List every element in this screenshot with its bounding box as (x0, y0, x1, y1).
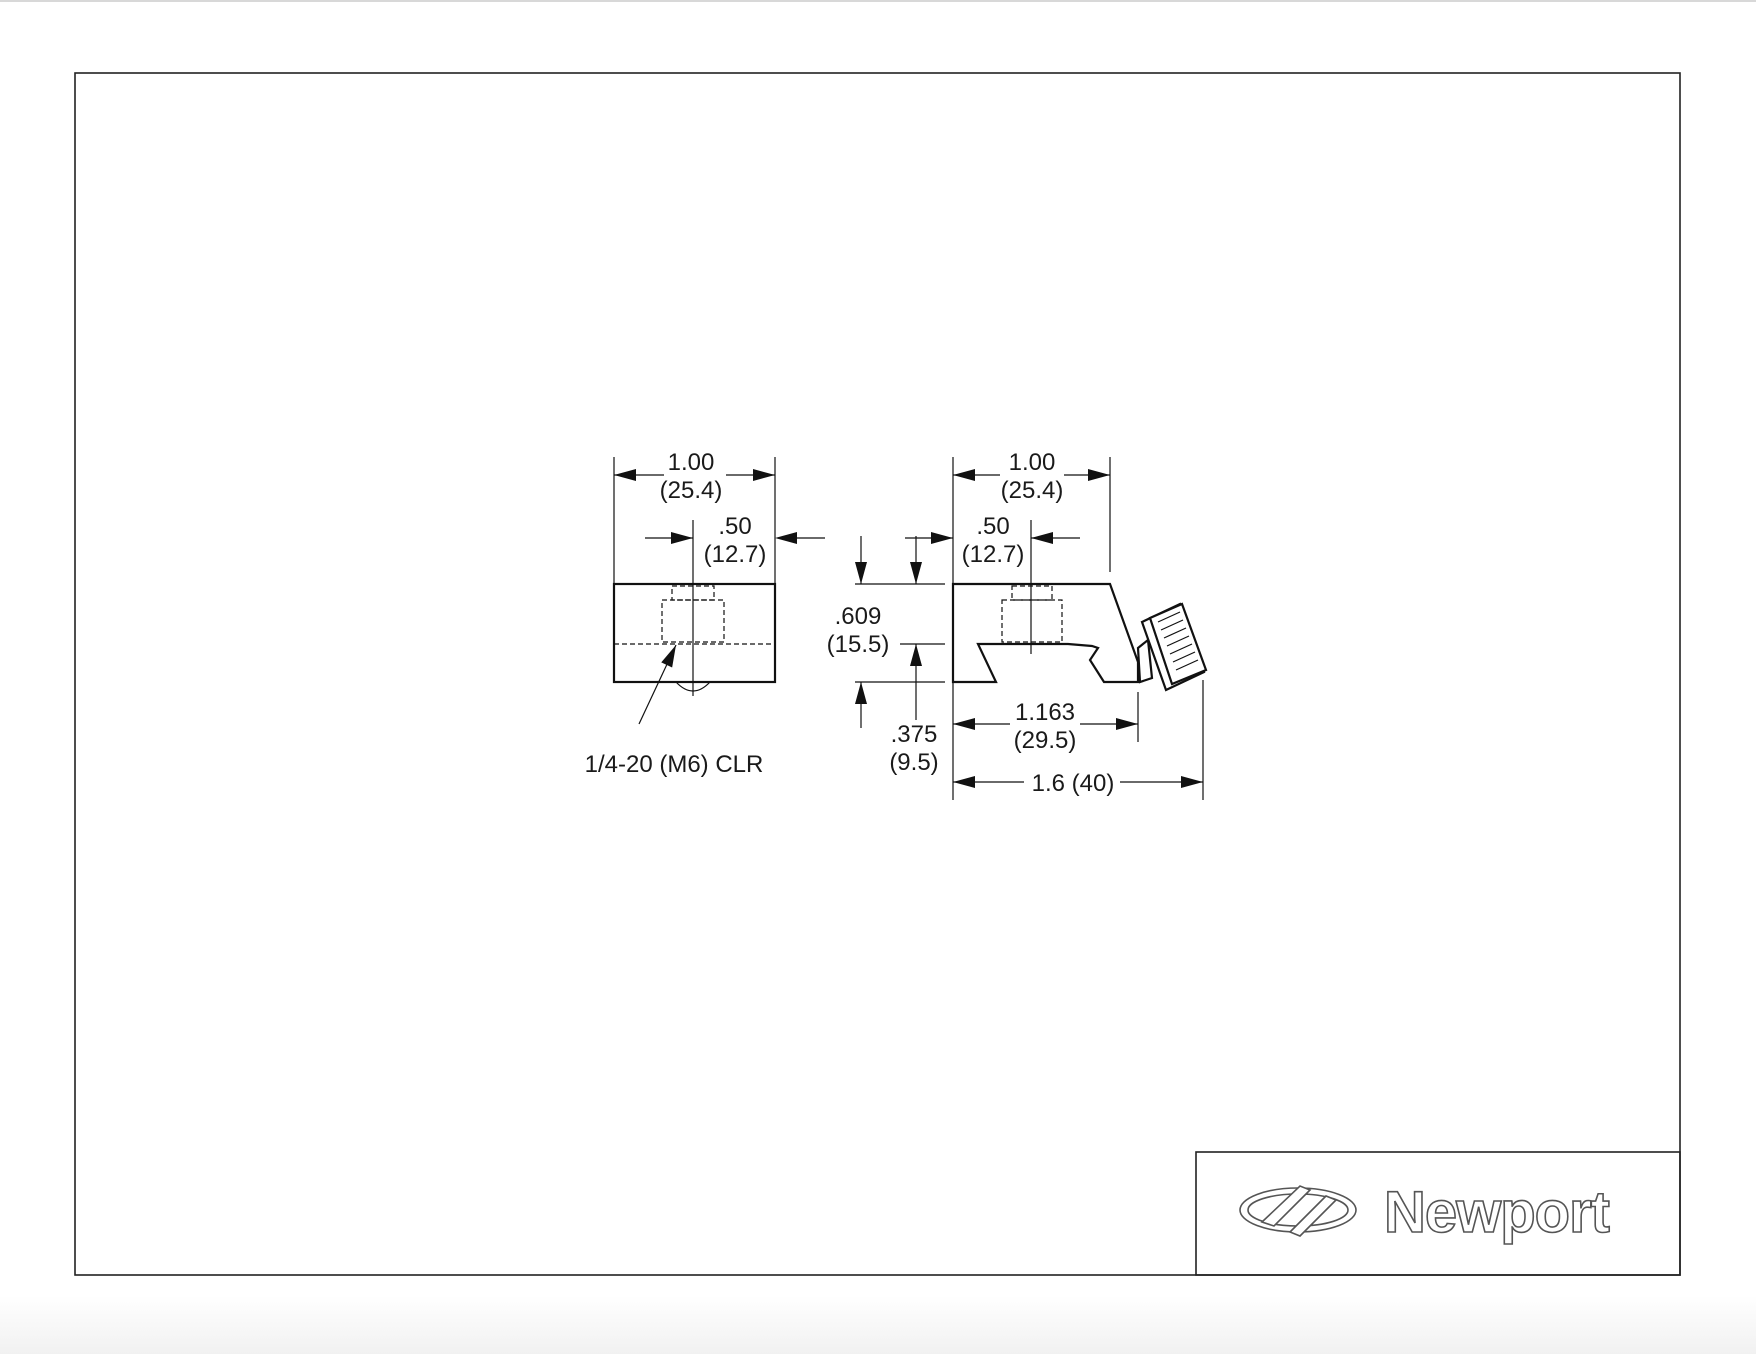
viewer-bottom-shade (0, 1296, 1756, 1354)
side-overall-length: 1.6 (40) (1032, 770, 1115, 797)
side-slot-mm: (9.5) (889, 749, 938, 776)
front-width-mm: (25.4) (660, 477, 723, 504)
side-center-in: .50 (976, 513, 1009, 540)
brand-name: Newport (1384, 1180, 1610, 1245)
side-base-length: 1.163 (1015, 699, 1075, 726)
side-width-in: 1.00 (1009, 449, 1056, 476)
side-height-in: .609 (835, 603, 882, 630)
newport-logo: Newport (1239, 1179, 1611, 1246)
thumbscrew-knob (1136, 602, 1208, 692)
side-view: 1.00 (25.4) .50 (12.7) .609 (15.5) . (827, 449, 1208, 800)
sheet-border (74, 72, 1681, 1276)
newport-logo-mark-icon (1239, 1185, 1357, 1237)
hole-callout: 1/4-20 (M6) CLR (585, 751, 764, 778)
front-width-in: 1.00 (668, 449, 715, 476)
front-center-mm: (12.7) (704, 541, 767, 568)
side-center-mm: (12.7) (962, 541, 1025, 568)
side-base-length-mm: (29.5) (1014, 727, 1077, 754)
side-width-mm: (25.4) (1001, 477, 1064, 504)
side-height-mm: (15.5) (827, 631, 890, 658)
front-view: 1.00 (25.4) .50 (12.7) 1/4-20 (M6) CLR (585, 449, 825, 778)
title-block (1195, 1151, 1681, 1276)
side-slot-in: .375 (891, 721, 938, 748)
front-center-in: .50 (718, 513, 751, 540)
viewer-top-border (0, 0, 1756, 2)
